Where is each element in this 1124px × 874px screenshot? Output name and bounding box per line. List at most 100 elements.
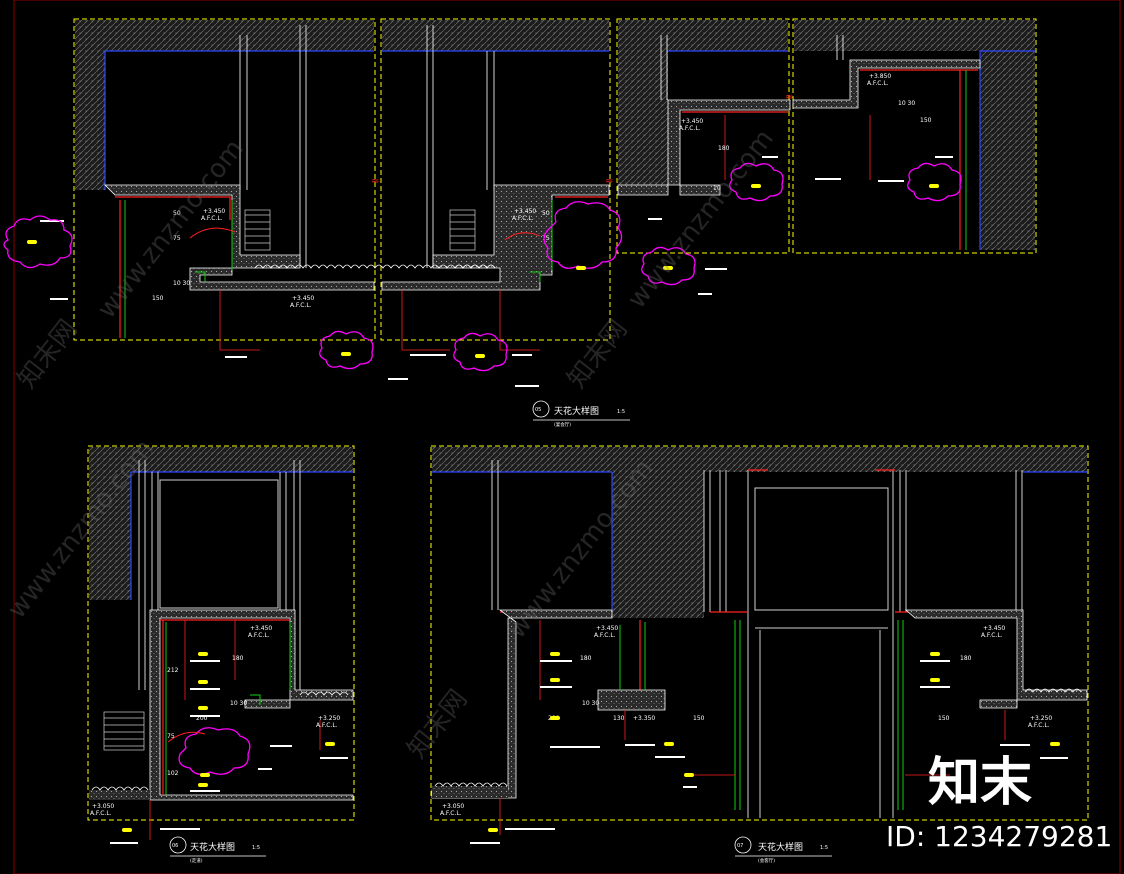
dim-06-1030: 10 30 [230, 700, 247, 707]
callout-clouds [3, 162, 962, 775]
level-07-mid: +3.350 [633, 715, 655, 722]
frame-06 [87, 445, 355, 821]
level-05b-upper-afcl: A.F.C.L. [512, 215, 534, 222]
green-lines-05 [124, 70, 967, 338]
dim-07-150b: 150 [938, 715, 950, 722]
leaders-06 [149, 620, 321, 840]
dim-05b-50: 50 [542, 210, 550, 217]
beam-07-mid [612, 470, 704, 618]
frame-05c [616, 18, 790, 254]
detail-title-05: 天花大样图 [554, 405, 599, 417]
level-07-upper-left: +3.450 [596, 625, 618, 632]
dim-05c-180: 180 [718, 145, 730, 152]
slab-06 [89, 447, 353, 472]
level-05c-afcl: A.F.C.L. [679, 125, 701, 132]
dim-07-180b: 180 [960, 655, 972, 662]
leaders-05 [219, 115, 871, 351]
level-06-mid-afcl: A.F.C.L. [316, 722, 338, 729]
detail-scale-06: 1:5 [252, 845, 260, 851]
red-section-06 [160, 619, 290, 795]
dim-06-75: 75 [167, 733, 175, 740]
wall-05a-left [75, 50, 105, 190]
level-07-lower-afcl: A.F.C.L. [440, 810, 462, 817]
callout-tags [27, 184, 939, 777]
detail-scale-07: 1:5 [820, 845, 828, 851]
airflow-arrow-05b [504, 232, 541, 241]
frame-05b [380, 18, 611, 341]
tags-06 [122, 652, 335, 832]
hanger-rods-06 [138, 460, 301, 690]
hvac-coil-05 [244, 209, 476, 251]
sheet-border [13, 0, 1121, 874]
note-tags-07 [470, 660, 1068, 844]
level-07-upper-left-afcl: A.F.C.L. [594, 632, 616, 639]
dim-06-180: 180 [232, 655, 244, 662]
dim-05a-50: 50 [173, 210, 181, 217]
detail-07-group: +3.450 A.F.C.L. +3.350 +3.450 A.F.C.L. +… [430, 445, 1089, 844]
dim-06-200: 200 [196, 715, 208, 722]
title-block-07: 07 天花大样图 1:5 (会客厅) [734, 836, 832, 864]
level-05c: +3.450 [681, 118, 703, 125]
watermark-brand-2: 知末网 [562, 314, 634, 394]
airflow-arrow-06 [167, 731, 206, 743]
ceiling-board-05c-low [679, 184, 721, 196]
wall-05c-left [618, 50, 668, 190]
detail-scale-05: 1:5 [617, 409, 625, 415]
tags-07 [488, 652, 1060, 832]
dim-06-212: 212 [167, 667, 179, 674]
slab-05c [618, 20, 788, 51]
ceiling-board-05c [617, 99, 791, 196]
detail-title-06: 天花大样图 [190, 841, 235, 853]
airflow-arrow-05a [189, 227, 236, 239]
hvac-coil-06 [103, 711, 145, 751]
level-07-right-low: +3.250 [1030, 715, 1052, 722]
detail-subtitle-06: (走道) [190, 857, 203, 864]
level-05b-upper: +3.450 [514, 208, 536, 215]
level-06-lower: +3.050 [92, 803, 114, 810]
dim-05d-1030: 10 30 [898, 100, 915, 107]
frame-07 [430, 445, 1089, 821]
dim-05a-1030: 10 30 [173, 280, 190, 287]
note-tags-06 [110, 660, 348, 844]
slab-07 [432, 447, 1087, 472]
detail-title-07: 天花大样图 [758, 841, 803, 853]
level-06-upper-afcl: A.F.C.L. [248, 632, 270, 639]
detail-number-07: 07 [737, 843, 743, 849]
slab-05b [382, 20, 609, 51]
level-07-right-low-afcl: A.F.C.L. [1028, 722, 1050, 729]
break-mark-05b: ≈ [605, 176, 613, 187]
green-lines-06 [165, 622, 291, 795]
note-tags-05 [40, 156, 953, 387]
hanger-rods-07 [491, 460, 1023, 818]
dim-06-102: 102 [167, 770, 179, 777]
watermark-logo: 知末 [928, 753, 1032, 813]
frame-05d [792, 18, 1037, 254]
dim-07-1030: 10 30 [582, 700, 599, 707]
floor-hatch-06 [89, 790, 150, 800]
level-05a-lower-afcl: A.F.C.L. [290, 302, 312, 309]
watermark-site-3: www.znzmo.com [2, 434, 160, 624]
detail-subtitle-05: (宴会厅) [554, 421, 571, 428]
dim-05b-75: 75 [542, 235, 550, 242]
level-05a-upper: +3.450 [203, 208, 225, 215]
light-track-06 [91, 691, 349, 791]
light-track-07 [434, 688, 1082, 787]
dim-07-150a: 150 [693, 715, 705, 722]
hanger-rods-05 [239, 25, 844, 268]
level-05a-lower: +3.450 [292, 295, 314, 302]
wall-06-left [89, 470, 131, 600]
dim-07-130: 130 [613, 715, 625, 722]
detail-number-05: 05 [535, 407, 541, 413]
detail-06-group: +3.450 A.F.C.L. +3.250 A.F.C.L. +3.050 A… [87, 445, 355, 844]
ceiling-board-06 [149, 609, 354, 801]
watermark-brand-3: 知末网 [402, 684, 474, 764]
level-06-upper: +3.450 [250, 625, 272, 632]
floor-hatch-07 [432, 786, 508, 798]
watermark-brand-1: 知末网 [12, 314, 84, 394]
watermark-layer: www.znzmo.com www.znzmo.com www.znzmo.co… [2, 124, 1112, 853]
dim-05a-150: 150 [152, 295, 164, 302]
level-07-upper-right-afcl: A.F.C.L. [981, 632, 1003, 639]
light-track-05 [254, 264, 496, 269]
title-block-05: 05 天花大样图 1:5 (宴会厅) [532, 400, 630, 428]
